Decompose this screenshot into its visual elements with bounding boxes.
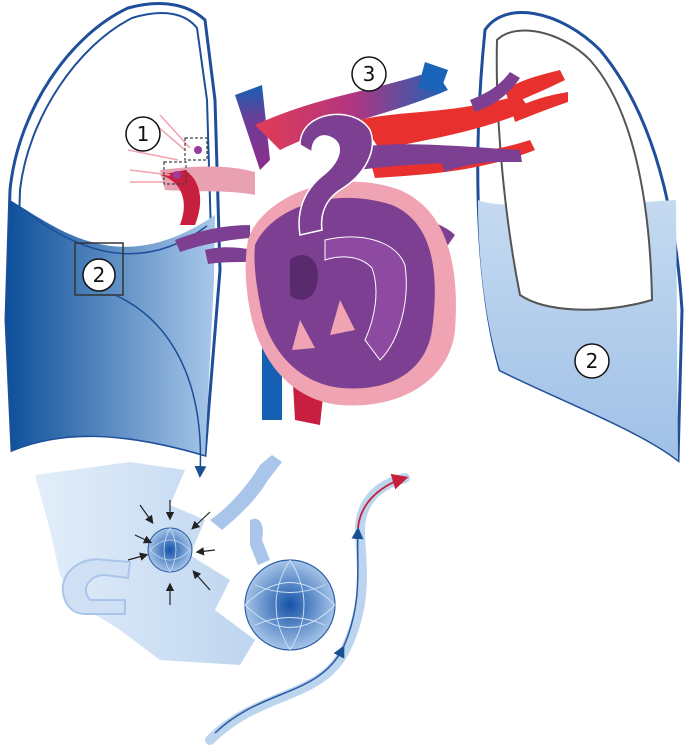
left-lung — [4, 2, 222, 457]
marker-2-right-label: 2 — [586, 349, 599, 373]
great-vessels — [127, 62, 568, 264]
svc-vein — [235, 85, 270, 170]
zoom-box — [74, 242, 124, 296]
marker-1: 1 — [125, 116, 161, 152]
marker-2-right: 2 — [574, 343, 610, 379]
marker-3-label: 3 — [363, 62, 376, 86]
normal-alveolus — [244, 559, 336, 651]
left-effusion — [6, 200, 215, 455]
marker-1-label: 1 — [137, 122, 150, 146]
compression-arrows — [127, 500, 216, 605]
marker-3: 3 — [351, 56, 387, 92]
right-pulmonary-artery-red — [360, 95, 530, 150]
compressed-alveolus — [147, 527, 193, 573]
zoom-arrow — [114, 294, 207, 478]
alveolar-detail — [35, 455, 410, 745]
marker-2-left: 2 — [82, 258, 116, 292]
heart — [245, 113, 456, 425]
marker-2-left-label: 2 — [93, 263, 106, 287]
